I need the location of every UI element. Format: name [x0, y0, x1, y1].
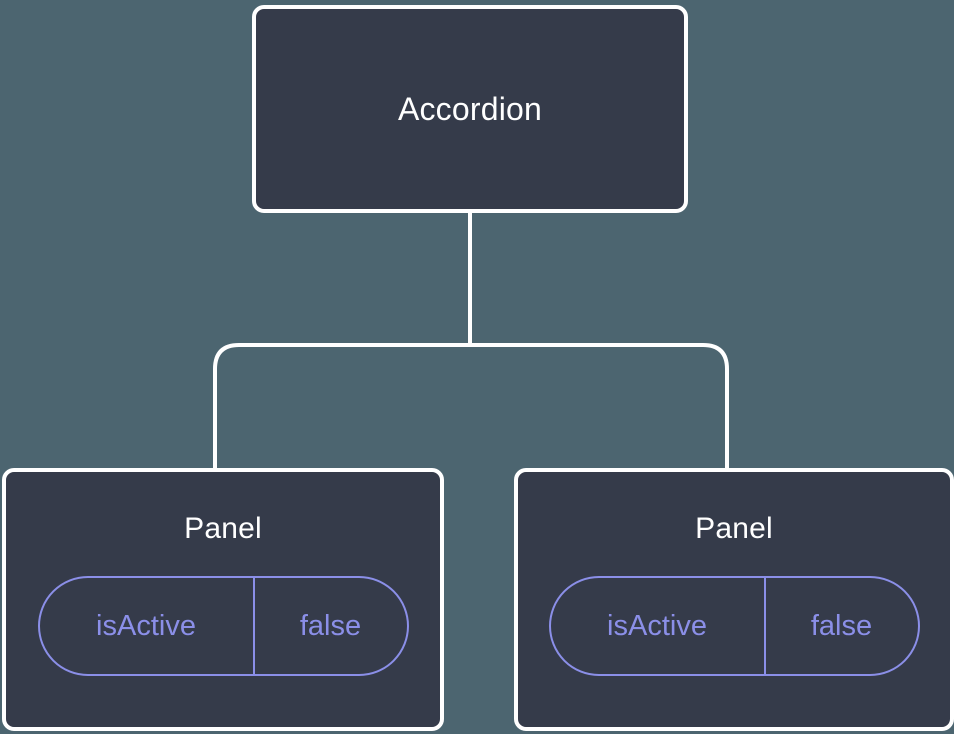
node-panel-right[interactable]: Panel isActive false	[514, 468, 954, 731]
node-accordion-label: Accordion	[397, 91, 543, 127]
node-panel-left-label: Panel	[184, 512, 262, 545]
prop-key-isactive-left: isActive	[96, 609, 196, 642]
edge-split-bar	[213, 343, 729, 472]
prop-badge-panel-right[interactable]: isActive false	[548, 576, 920, 676]
prop-value-isactive-left: false	[252, 578, 407, 674]
prop-badge-panel-left[interactable]: isActive false	[37, 576, 409, 676]
node-panel-left[interactable]: Panel isActive false	[2, 468, 444, 731]
node-accordion[interactable]: Accordion	[252, 5, 688, 213]
prop-key-isactive-right: isActive	[607, 609, 707, 642]
node-panel-right-label: Panel	[695, 512, 773, 545]
prop-value-isactive-right: false	[763, 578, 918, 674]
